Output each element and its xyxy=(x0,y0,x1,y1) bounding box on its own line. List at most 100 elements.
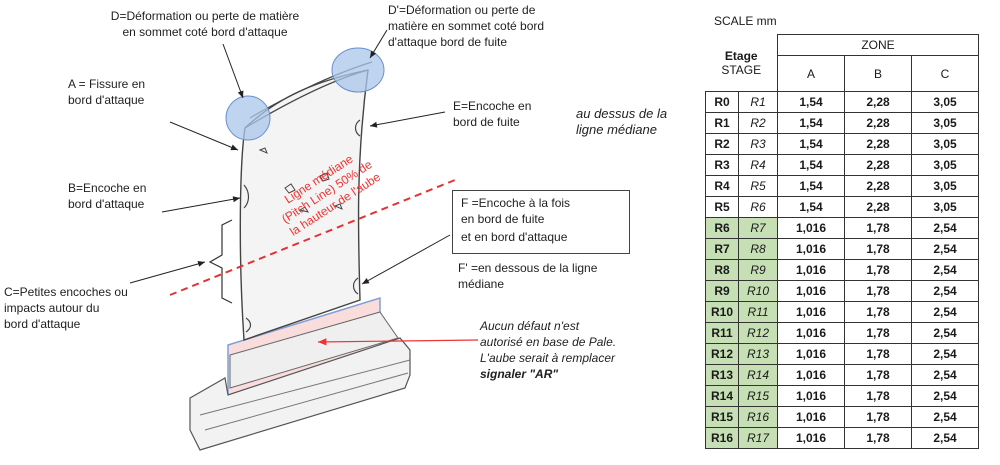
stage-code: R4 xyxy=(738,154,778,176)
stage-code: R7 xyxy=(738,217,778,239)
row-code: R0 xyxy=(705,91,739,113)
bracket-c xyxy=(208,219,233,304)
row-code: R3 xyxy=(705,154,739,176)
zone-a-value: 1,016 xyxy=(777,259,845,281)
zone-b-value: 1,78 xyxy=(844,238,912,260)
zone-a-value: 1,016 xyxy=(777,322,845,344)
stage-code: R14 xyxy=(738,364,778,386)
zone-c-value: 3,05 xyxy=(911,91,979,113)
col-c: C xyxy=(911,55,979,92)
row-code: R5 xyxy=(705,196,739,218)
zone-c-value: 2,54 xyxy=(911,280,979,302)
zone-a-value: 1,54 xyxy=(777,91,845,113)
zone-c-value: 3,05 xyxy=(911,175,979,197)
label-c: C=Petites encoches ou impacts autour du … xyxy=(4,285,128,331)
zone-a-value: 1,016 xyxy=(777,238,845,260)
zone-c-value: 2,54 xyxy=(911,343,979,365)
scale-label: SCALE mm xyxy=(714,14,777,28)
zone-a-value: 1,54 xyxy=(777,175,845,197)
stage-code: R13 xyxy=(738,343,778,365)
blade-diagram xyxy=(129,29,479,451)
zone-b-value: 1,78 xyxy=(844,343,912,365)
row-code: R8 xyxy=(705,259,739,281)
zone-a-value: 1,54 xyxy=(777,196,845,218)
zone-c-value: 3,05 xyxy=(911,196,979,218)
zone-a-value: 1,016 xyxy=(777,364,845,386)
stage-code: R9 xyxy=(738,259,778,281)
stage-code: R8 xyxy=(738,238,778,260)
stage-code: R17 xyxy=(738,427,778,449)
zone-header: ZONE xyxy=(777,34,979,56)
circle-dprime xyxy=(331,47,385,93)
stage-code: R11 xyxy=(738,301,778,323)
zone-a-value: 1,016 xyxy=(777,385,845,407)
zone-b-value: 1,78 xyxy=(844,301,912,323)
stage-code: R5 xyxy=(738,175,778,197)
label-above: au dessus de la ligne médiane xyxy=(576,106,668,137)
zone-b-value: 1,78 xyxy=(844,364,912,386)
zone-c-value: 2,54 xyxy=(911,322,979,344)
zone-a-value: 1,54 xyxy=(777,154,845,176)
zone-b-value: 2,28 xyxy=(844,91,912,113)
zone-a-value: 1,016 xyxy=(777,280,845,302)
row-code: R11 xyxy=(705,322,739,344)
zone-a-value: 1,54 xyxy=(777,112,845,134)
zone-b-value: 2,28 xyxy=(844,154,912,176)
row-code: R10 xyxy=(705,301,739,323)
label-a: A = Fissure en bord d'attaque xyxy=(68,77,146,107)
zone-c-value: 2,54 xyxy=(911,385,979,407)
stage-code: R2 xyxy=(738,112,778,134)
row-code: R9 xyxy=(705,280,739,302)
col-b: B xyxy=(844,55,912,92)
row-code: R12 xyxy=(705,343,739,365)
zone-a-value: 1,016 xyxy=(777,406,845,428)
label-d: D=Déformation ou perte de matière en som… xyxy=(110,9,300,39)
label-base-note: Aucun défaut n'est autorisé en base de P… xyxy=(480,319,617,381)
zone-c-value: 2,54 xyxy=(911,238,979,260)
label-fprime: F' =en dessous de la ligne médiane xyxy=(458,261,598,291)
zone-c-value: 2,54 xyxy=(911,364,979,386)
stage-code: R16 xyxy=(738,406,778,428)
zone-c-value: 3,05 xyxy=(911,112,979,134)
blade-body xyxy=(239,69,369,341)
label-f-box: F =Encoche à la fois en bord de fuite et… xyxy=(452,190,630,254)
row-code: R14 xyxy=(705,385,739,407)
row-code: R16 xyxy=(705,427,739,449)
label-e: E=Encoche en bord de fuite xyxy=(453,99,532,129)
zone-b-value: 1,78 xyxy=(844,385,912,407)
zone-b-value: 1,78 xyxy=(844,427,912,449)
stage-code: R6 xyxy=(738,196,778,218)
zone-b-value: 1,78 xyxy=(844,259,912,281)
row-code: R13 xyxy=(705,364,739,386)
zone-b-value: 1,78 xyxy=(844,217,912,239)
row-code: R7 xyxy=(705,238,739,260)
zone-b-value: 1,78 xyxy=(844,406,912,428)
row-code: R6 xyxy=(705,217,739,239)
label-b: B=Encoche en bord d'attaque xyxy=(68,181,147,211)
zone-b-value: 2,28 xyxy=(844,133,912,155)
stage-code: R12 xyxy=(738,322,778,344)
zone-c-value: 3,05 xyxy=(911,133,979,155)
zone-a-value: 1,016 xyxy=(777,301,845,323)
zone-b-value: 1,78 xyxy=(844,280,912,302)
zone-c-value: 2,54 xyxy=(911,406,979,428)
zone-c-value: 2,54 xyxy=(911,217,979,239)
col-a: A xyxy=(777,55,845,92)
zone-b-value: 1,78 xyxy=(844,322,912,344)
zone-b-value: 2,28 xyxy=(844,112,912,134)
zone-a-value: 1,54 xyxy=(777,133,845,155)
